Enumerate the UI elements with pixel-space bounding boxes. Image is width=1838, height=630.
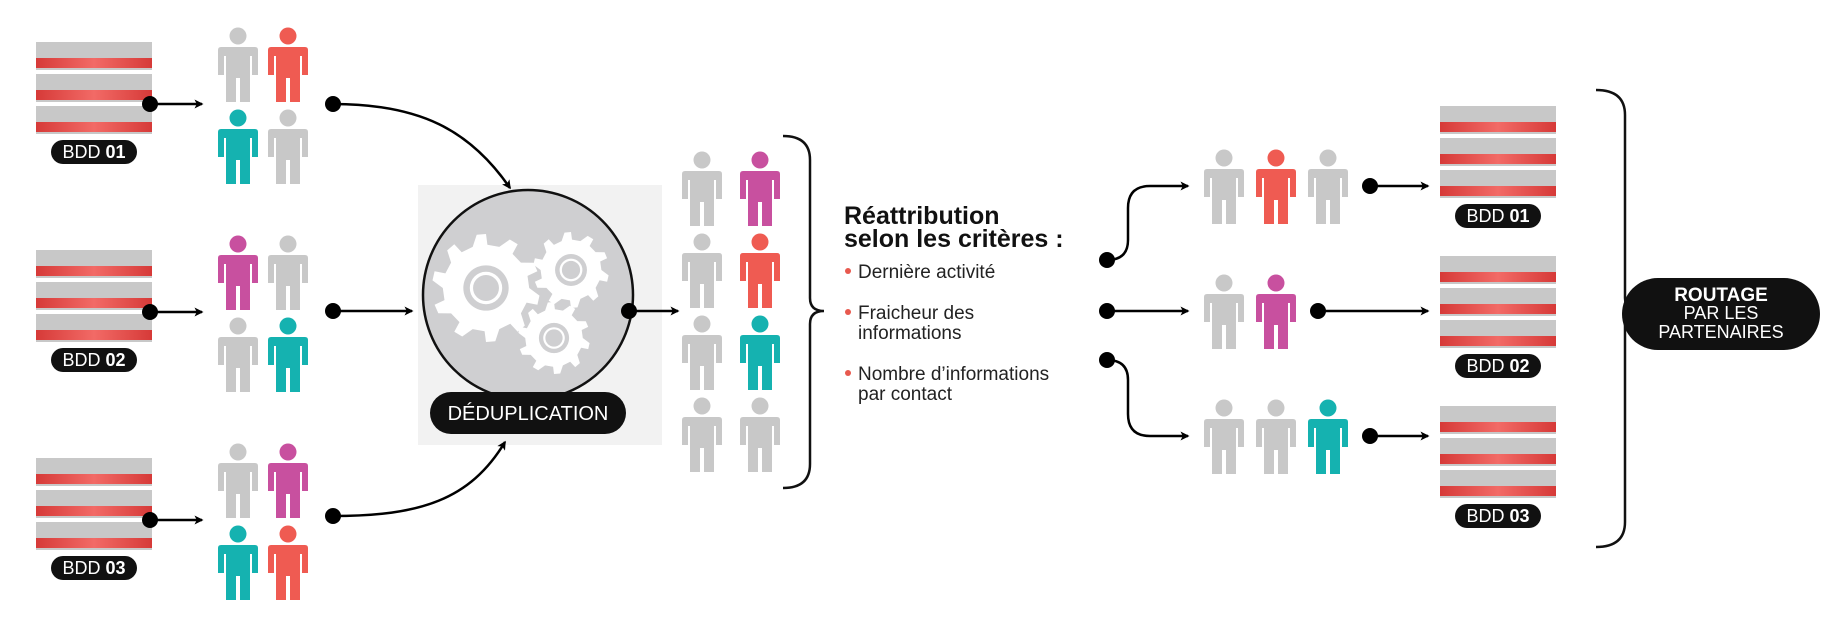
source-bdd-label-2-pill xyxy=(51,348,137,372)
incoming-arrows xyxy=(325,96,680,524)
person-icon xyxy=(1308,149,1348,224)
person-icon xyxy=(218,317,258,392)
source-bdd-01: BDD 01 xyxy=(36,27,308,184)
criteria-item-2-line2: informations xyxy=(858,323,962,344)
criteria-item-3-line1: Nombre d’informations xyxy=(858,364,1049,385)
person-icon xyxy=(1204,274,1244,349)
person-icon xyxy=(268,109,308,184)
person-icon xyxy=(218,27,258,102)
routing-line2: PAR LES xyxy=(1684,303,1759,323)
person-icon xyxy=(682,151,722,226)
person-icon xyxy=(268,235,308,310)
person-icon xyxy=(268,317,308,392)
person-icon xyxy=(268,27,308,102)
output-bdd-label-2: BDD 02 xyxy=(1466,356,1529,376)
source-bdd-label-3: BDD 03 xyxy=(62,558,125,578)
criteria-block: Réattribution selon les critères : Derni… xyxy=(844,202,1064,405)
person-icon xyxy=(740,315,780,390)
criteria-title-line1: Réattribution xyxy=(844,202,1000,230)
output-bdd-01: BDD 01 xyxy=(1440,106,1556,228)
criteria-item-1: Dernière activité xyxy=(858,262,995,283)
source-bdd-03: BDD 03 xyxy=(36,443,308,600)
gear-large-icon xyxy=(432,234,540,342)
routing-line3: PARTENAIRES xyxy=(1658,322,1783,342)
output-contacts-01 xyxy=(1204,149,1348,224)
person-icon xyxy=(268,443,308,518)
output-contacts-03 xyxy=(1204,399,1348,474)
person-icon xyxy=(1204,399,1244,474)
output-contacts-02 xyxy=(1204,274,1296,349)
person-icon xyxy=(682,397,722,472)
output-bdd-label-1: BDD 01 xyxy=(1466,206,1529,226)
person-icon xyxy=(1204,149,1244,224)
gear-bottom-icon xyxy=(518,302,590,374)
output-bdd-label-2-pill xyxy=(1455,354,1541,378)
output-bdd-02: BDD 02 xyxy=(1440,256,1556,378)
person-icon xyxy=(1256,149,1296,224)
person-icon xyxy=(740,397,780,472)
merged-brace xyxy=(782,134,825,490)
output-bdd-label-3-pill xyxy=(1455,504,1541,528)
dedup-pill xyxy=(430,392,626,434)
gear-top-icon xyxy=(533,232,609,308)
routing-badge: ROUTAGE PAR LES PARTENAIRES xyxy=(1622,278,1820,350)
person-icon xyxy=(218,443,258,518)
criteria-item-2-line1: Fraicheur des xyxy=(858,303,974,324)
person-icon xyxy=(740,233,780,308)
person-icon xyxy=(1256,399,1296,474)
dedup-block: DÉDUPLICATION xyxy=(418,185,662,445)
person-icon xyxy=(218,109,258,184)
source-bdd-label-1-pill xyxy=(51,140,137,164)
source-bdd-label-2: BDD 02 xyxy=(62,350,125,370)
person-icon xyxy=(218,235,258,310)
source-bdd-label-3-pill xyxy=(51,556,137,580)
person-icon xyxy=(682,315,722,390)
person-icon xyxy=(218,525,258,600)
source-bdd-02: BDD 02 xyxy=(36,235,308,392)
output-bdd-label-3: BDD 03 xyxy=(1466,506,1529,526)
gears-icon xyxy=(432,232,609,374)
dedup-label: DÉDUPLICATION xyxy=(448,402,609,425)
person-icon xyxy=(1308,399,1348,474)
output-bdd-03: BDD 03 xyxy=(1440,406,1556,528)
person-icon xyxy=(682,233,722,308)
routing-line1: ROUTAGE xyxy=(1674,285,1768,306)
source-bdd-label-1: BDD 01 xyxy=(62,142,125,162)
criteria-item-3-line2: par contact xyxy=(858,384,953,405)
person-icon xyxy=(1256,274,1296,349)
person-icon xyxy=(268,525,308,600)
output-bdd-label-1-pill xyxy=(1455,204,1541,228)
merged-contacts xyxy=(682,151,780,472)
criteria-title-line2: selon les critères : xyxy=(844,225,1064,253)
person-icon xyxy=(740,151,780,226)
distribution-arrows xyxy=(1099,178,1430,444)
